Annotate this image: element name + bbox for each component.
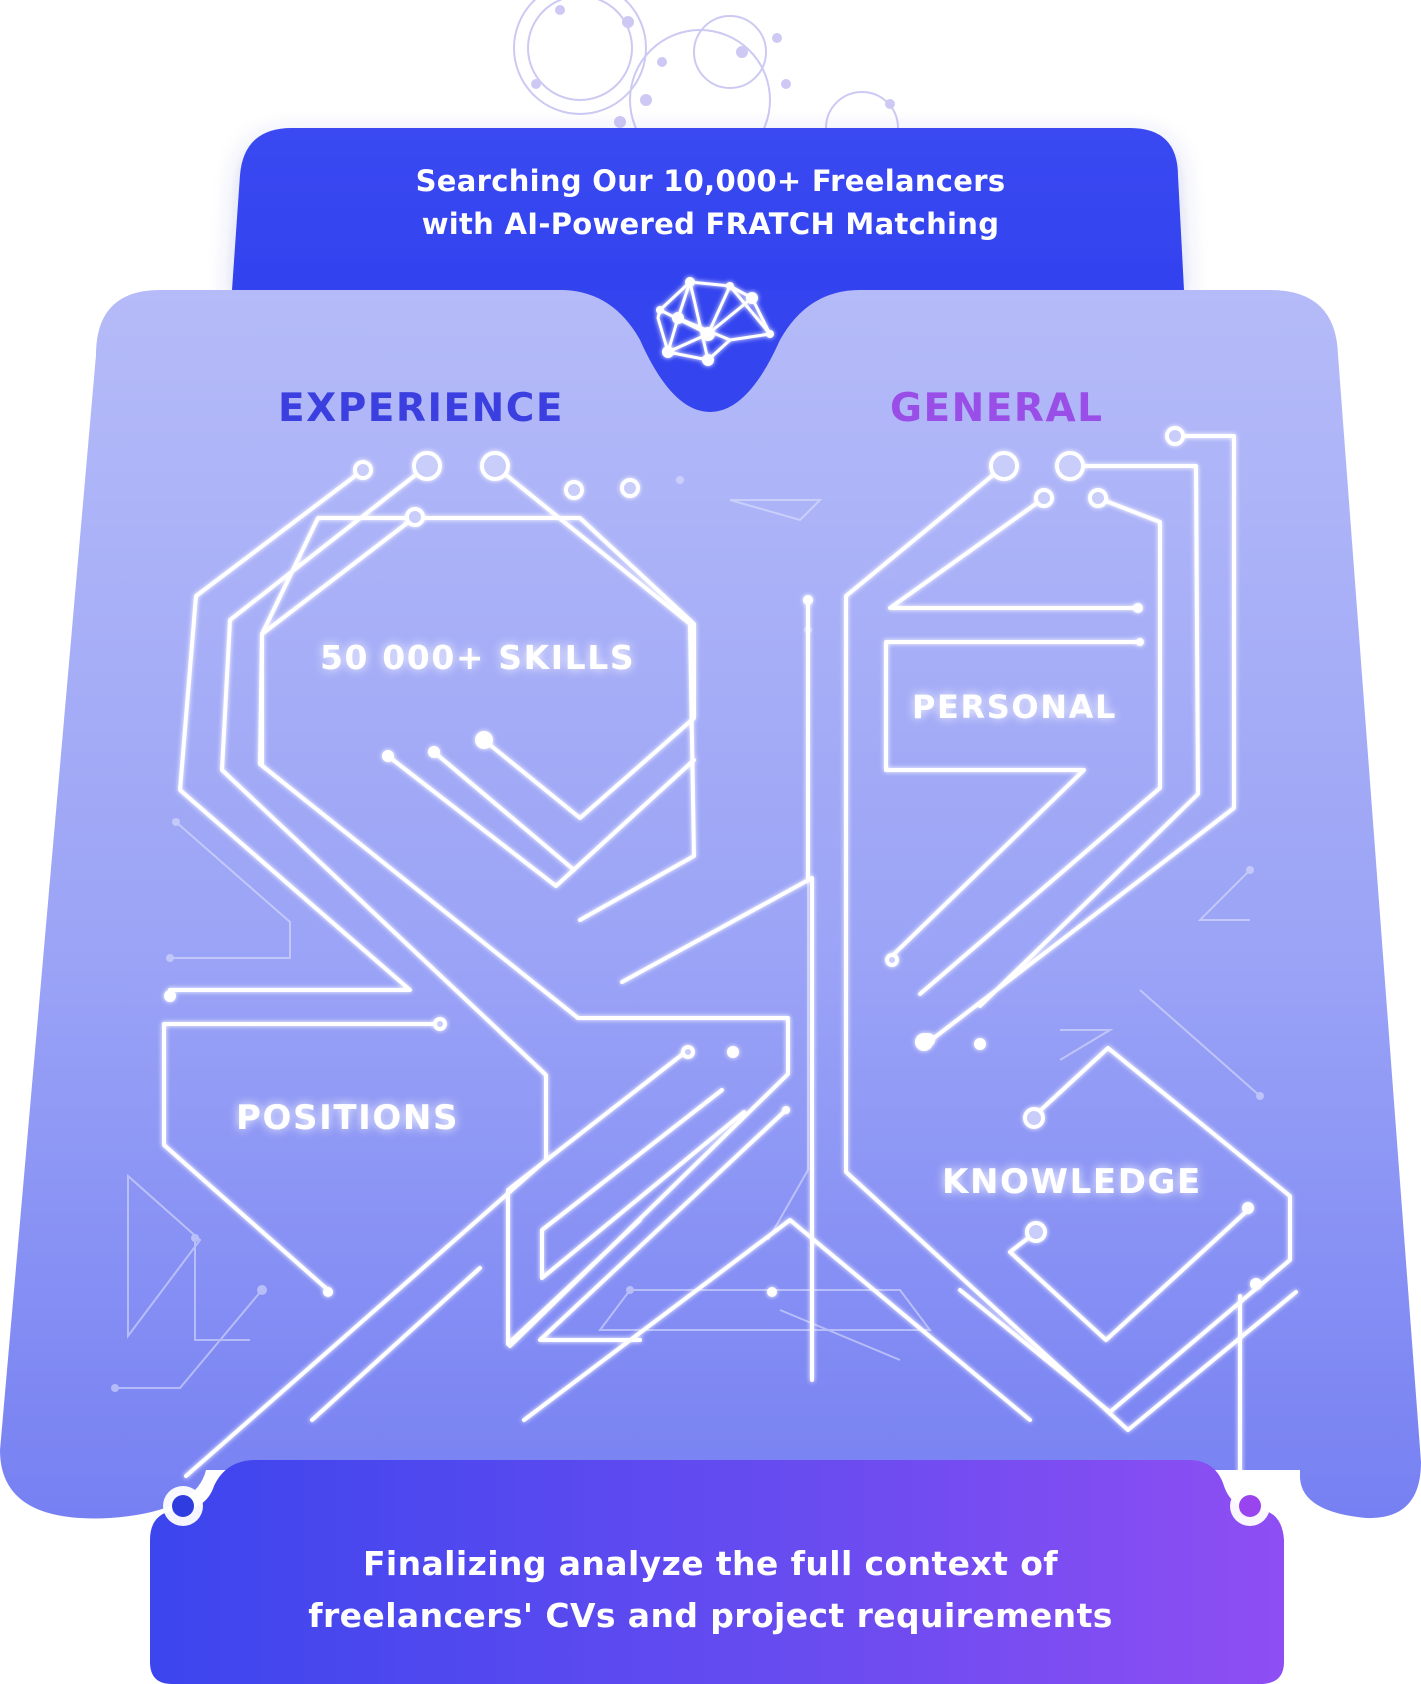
skills-label: 50 000+ SKILLS (320, 638, 636, 677)
node (353, 460, 373, 480)
node (1088, 488, 1108, 508)
node (885, 953, 899, 967)
ai-brain-network-icon (656, 277, 774, 366)
header-card (232, 128, 1184, 290)
footer-title-line-2: freelancers' CVs and project requirement… (308, 1596, 1113, 1635)
knowledge-label: KNOWLEDGE (942, 1162, 1202, 1202)
node (405, 507, 425, 527)
circuit-nodes (353, 426, 1185, 1243)
node (1055, 451, 1085, 481)
circuit-traces (162, 434, 1298, 1492)
personal-label: PERSONAL (912, 688, 1117, 726)
node (564, 480, 584, 500)
right-endpoint-node (1239, 1495, 1261, 1517)
node (1025, 1221, 1047, 1243)
footer-endpoint-nodes (163, 1486, 1270, 1526)
experience-heading: EXPERIENCE (278, 386, 565, 431)
node (480, 451, 510, 481)
node (620, 478, 640, 498)
header-title: Searching Our 10,000+ Freelancers with A… (0, 160, 1421, 246)
footer-title: Finalizing analyze the full context of f… (0, 1538, 1421, 1642)
node (681, 1045, 695, 1059)
circuit-dots (164, 595, 1262, 1297)
node (433, 1017, 447, 1031)
node (989, 451, 1019, 481)
general-heading: GENERAL (890, 386, 1104, 431)
node (412, 451, 442, 481)
positions-label: POSITIONS (236, 1098, 460, 1138)
header-title-line-2: with AI-Powered FRATCH Matching (421, 207, 1000, 241)
footer-card (150, 1460, 1284, 1684)
node (1034, 488, 1054, 508)
header-title-line-1: Searching Our 10,000+ Freelancers (415, 164, 1006, 198)
node (1165, 426, 1185, 446)
left-endpoint-node (172, 1495, 194, 1517)
footer-title-line-1: Finalizing analyze the full context of (362, 1544, 1059, 1583)
header-notch (560, 290, 860, 412)
node (1023, 1107, 1045, 1129)
main-panel (0, 290, 1421, 1519)
